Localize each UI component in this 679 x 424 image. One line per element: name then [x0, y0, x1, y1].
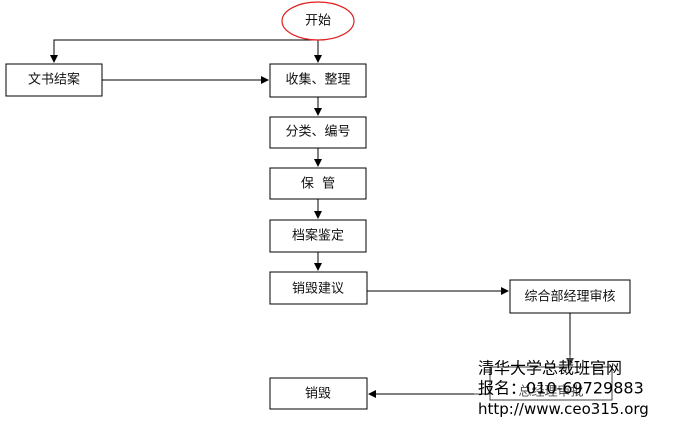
start-oval	[281, 1, 355, 41]
node-archive: 文书结案	[5, 63, 103, 97]
node-approve-label: 综合部经理审核	[524, 290, 615, 305]
node-appraise: 档案鉴定	[269, 219, 367, 253]
node-classify: 分类、编号	[269, 116, 367, 149]
node-destroy-label: 销毁	[305, 387, 331, 402]
watermark-line-1: 清华大学总裁班官网	[478, 359, 622, 378]
node-propose-label: 销毁建议	[292, 282, 344, 297]
node-collect-box	[269, 63, 367, 98]
watermark: 清华大学总裁班官网 报名：010-69729883 http://www.ceo…	[474, 355, 664, 419]
start-node: 开始	[281, 1, 355, 41]
connectors	[50, 39, 574, 398]
node-propose: 销毁建议	[269, 271, 368, 305]
node-classify-label: 分类、编号	[285, 125, 350, 140]
node-appraise-box	[269, 219, 367, 253]
node-keep: 保 管	[269, 167, 367, 200]
start-label: 开始	[305, 14, 331, 29]
node-classify-box	[269, 116, 367, 149]
node-appraise-label: 档案鉴定	[292, 229, 344, 244]
node-manager-box	[489, 366, 613, 401]
watermark-line-3: http://www.ceo315.org	[478, 400, 649, 418]
node-manager: 总经理审批	[489, 366, 613, 401]
node-propose-box	[269, 271, 368, 305]
node-keep-box	[269, 167, 367, 200]
node-manager-label: 总经理审批	[518, 385, 583, 400]
arrow-start-to-archive	[50, 39, 318, 63]
watermark-line-2: 报名：010-69729883	[478, 379, 644, 398]
node-keep-label: 保 管	[301, 177, 335, 192]
node-collect: 收集、整理	[269, 63, 367, 98]
node-archive-label: 文书结案	[28, 73, 80, 88]
node-collect-label: 收集、整理	[285, 72, 350, 88]
node-archive-box	[5, 63, 103, 97]
node-approve-box	[509, 279, 631, 314]
watermark-backdrop	[474, 355, 664, 419]
node-destroy: 销毁	[269, 377, 368, 410]
node-approve: 综合部经理审核	[509, 279, 631, 314]
node-destroy-box	[269, 377, 368, 410]
